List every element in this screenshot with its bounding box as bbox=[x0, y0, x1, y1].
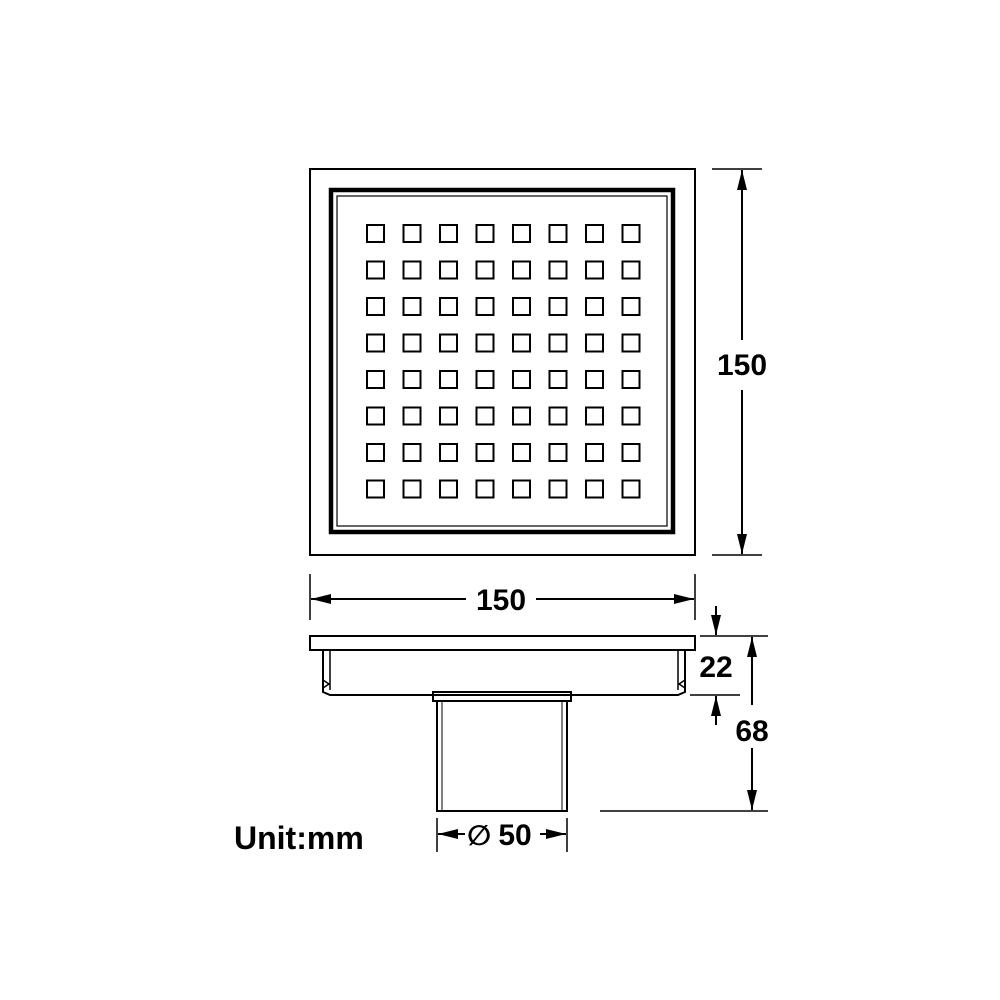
flange bbox=[309, 635, 696, 651]
grate-hole bbox=[439, 333, 458, 353]
total-height-label: 68 bbox=[735, 715, 768, 748]
grate-hole bbox=[548, 479, 568, 499]
grate-hole bbox=[475, 260, 495, 280]
body-outline bbox=[322, 650, 686, 696]
frame-inner bbox=[328, 187, 676, 535]
grate-hole bbox=[439, 297, 458, 316]
grate-hole bbox=[548, 333, 568, 353]
side-view bbox=[309, 635, 696, 812]
grate-hole bbox=[402, 443, 422, 462]
grate-hole bbox=[402, 479, 422, 499]
grate-hole bbox=[439, 260, 458, 280]
total-height-dimension: 68 bbox=[600, 635, 769, 812]
grate-hole bbox=[366, 224, 385, 243]
grate-hole bbox=[621, 260, 641, 280]
grate-hole bbox=[402, 370, 422, 389]
grate-hole bbox=[512, 479, 531, 499]
outlet-pipe bbox=[436, 700, 568, 812]
grate-hole bbox=[512, 370, 531, 389]
grate-hole bbox=[585, 297, 604, 316]
flange-height-dimension: 22 bbox=[690, 606, 740, 725]
grate-hole bbox=[621, 479, 641, 499]
grate-hole bbox=[475, 443, 495, 462]
grate-hole bbox=[585, 479, 604, 499]
grate-hole bbox=[585, 443, 604, 462]
grate-hole bbox=[366, 260, 385, 280]
grate-hole bbox=[548, 260, 568, 280]
grate-hole bbox=[548, 224, 568, 243]
grate-hole bbox=[366, 443, 385, 462]
height-dimension-label: 150 bbox=[717, 349, 767, 382]
top-view bbox=[309, 168, 696, 556]
grate-hole bbox=[585, 406, 604, 426]
flange-height-label: 22 bbox=[699, 651, 732, 684]
body-right-lip bbox=[677, 679, 686, 689]
grate-hole bbox=[585, 260, 604, 280]
grate-hole bbox=[621, 333, 641, 353]
width-dimension-label: 150 bbox=[476, 584, 526, 617]
body-left-lip bbox=[322, 679, 331, 689]
width-dimension: 150 bbox=[309, 574, 696, 620]
frame-outer bbox=[309, 168, 696, 556]
grate-hole bbox=[439, 479, 458, 499]
grate-hole bbox=[512, 297, 531, 316]
grate-hole bbox=[548, 370, 568, 389]
grate-hole bbox=[621, 443, 641, 462]
grate-hole bbox=[621, 297, 641, 316]
outlet-diameter-label: 50 bbox=[498, 819, 531, 852]
outlet-collar bbox=[432, 691, 572, 702]
grate-hole bbox=[585, 224, 604, 243]
grate-hole bbox=[621, 224, 641, 243]
grate-hole bbox=[402, 260, 422, 280]
grate-hole bbox=[585, 333, 604, 353]
grate-hole bbox=[512, 443, 531, 462]
grate-hole bbox=[402, 406, 422, 426]
grate-hole bbox=[475, 370, 495, 389]
grate-hole bbox=[548, 443, 568, 462]
grate-hole bbox=[439, 406, 458, 426]
grate-hole bbox=[402, 297, 422, 316]
grate-holes bbox=[366, 224, 641, 499]
diameter-symbol: ∅ bbox=[467, 820, 491, 851]
outlet-diameter-dimension: ∅ 50 bbox=[436, 818, 568, 852]
grate-hole bbox=[475, 297, 495, 316]
grate-hole bbox=[621, 370, 641, 389]
grate-hole bbox=[439, 370, 458, 389]
grate-hole bbox=[512, 224, 531, 243]
grate-hole bbox=[512, 333, 531, 353]
grate-hole bbox=[402, 224, 422, 243]
grate-hole bbox=[548, 406, 568, 426]
grate-hole bbox=[512, 406, 531, 426]
grate-hole bbox=[548, 297, 568, 316]
grate-hole bbox=[402, 333, 422, 353]
grate-hole bbox=[366, 297, 385, 316]
grate-hole bbox=[475, 479, 495, 499]
grate-hole bbox=[439, 224, 458, 243]
grate-hole bbox=[475, 333, 495, 353]
height-dimension: 150 bbox=[712, 168, 767, 556]
grate-hole bbox=[366, 479, 385, 499]
grate-hole bbox=[475, 224, 495, 243]
grate-hole bbox=[366, 333, 385, 353]
grate-hole bbox=[439, 443, 458, 462]
unit-label: Unit:mm bbox=[234, 820, 364, 856]
grate-hole bbox=[366, 370, 385, 389]
grate-hole bbox=[585, 370, 604, 389]
grate-hole bbox=[512, 260, 531, 280]
grate-hole bbox=[366, 406, 385, 426]
grate-hole bbox=[621, 406, 641, 426]
grate-hole bbox=[475, 406, 495, 426]
frame-inner-line bbox=[336, 195, 668, 527]
